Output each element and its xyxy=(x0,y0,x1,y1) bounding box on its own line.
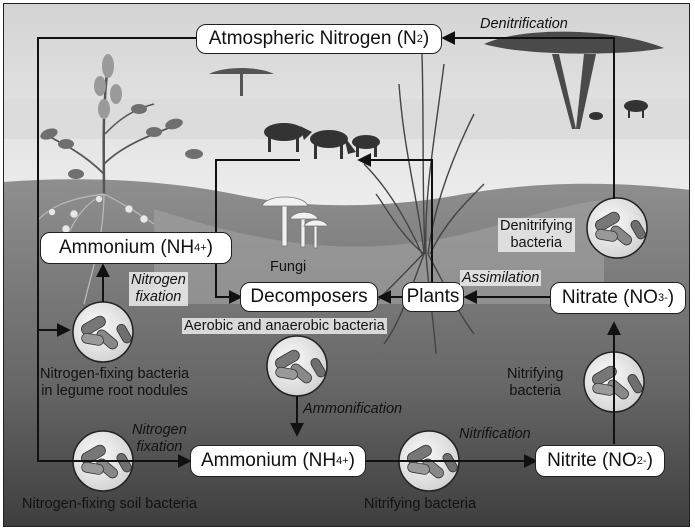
nitrite-sub: 2 xyxy=(636,455,643,467)
nitrifying-bacteria-right-line1: Nitrifying xyxy=(507,366,564,382)
label-nitrifying-bacteria-bottom: Nitrifying bacteria xyxy=(364,496,477,512)
legume-bacteria-line2: in legume root nodules xyxy=(41,383,188,399)
decomposer-bacteria-cell xyxy=(266,335,328,397)
arrow-denitrification xyxy=(441,31,615,199)
ammonium-lower-sub: 4 xyxy=(336,455,343,467)
label-assimilation: Assimilation xyxy=(460,270,542,286)
node-plants: Plants xyxy=(402,282,464,312)
label-nitrogen-fixation-lower: Nitrogen fixation xyxy=(132,422,187,456)
ammonium-lower-tail: ) xyxy=(348,450,355,471)
nitrifying-bacteria-right-line2: bacteria xyxy=(509,383,561,399)
legume-bacteria-cell xyxy=(72,301,134,363)
ammonium-upper-tail: ) xyxy=(206,237,213,258)
denitrifying-bacteria-cell xyxy=(586,197,648,259)
label-nitrifying-bacteria-right: Nitrifying bacteria xyxy=(507,366,563,400)
denitrifying-bacteria-line2: bacteria xyxy=(498,235,575,252)
ammonium-upper-sub: 4 xyxy=(194,242,201,254)
nitrogen-fixation-upper-line2: fixation xyxy=(129,289,188,306)
arrow-left-outer xyxy=(37,37,196,468)
mushrooms xyxy=(261,196,329,249)
decomposers-text: Decomposers xyxy=(250,286,368,307)
nitrate-tail: ) xyxy=(667,287,675,308)
legume-bacteria-line1: Nitrogen-fixing bacteria xyxy=(40,366,190,382)
node-decomposers: Decomposers xyxy=(240,282,378,312)
atmospheric-nitrogen-tail: ) xyxy=(422,28,430,49)
ammonium-upper-sup: + xyxy=(200,242,207,254)
ammonium-upper-text: Ammonium (NH xyxy=(58,237,195,258)
arrow-animals-to-decomposers xyxy=(215,159,300,304)
wildebeest-herd xyxy=(264,100,648,159)
arrow-plants-to-animals xyxy=(357,153,433,284)
ammonium-lower-sup: + xyxy=(342,455,349,467)
label-denitrifying-bacteria: Denitrifying bacteria xyxy=(498,218,575,252)
label-nitrogen-fixation-upper: Nitrogen fixation xyxy=(129,272,188,306)
nitrate-sup: - xyxy=(664,292,668,304)
grass-plant xyxy=(363,53,485,355)
label-fungi: Fungi xyxy=(270,259,307,275)
nitrite-text: Nitrite (NO xyxy=(547,450,637,471)
acacia-tree-left xyxy=(209,68,274,96)
nitrogen-fixation-upper-line1: Nitrogen xyxy=(129,272,188,289)
plants-text: Plants xyxy=(406,286,460,307)
label-soil-bacteria: Nitrogen-fixing soil bacteria xyxy=(22,496,197,512)
nitrogen-fixation-lower-line1: Nitrogen xyxy=(132,422,187,438)
ammonium-lower-text: Ammonium (NH xyxy=(200,450,337,471)
atmospheric-nitrogen-text: Atmospheric Nitrogen (N xyxy=(208,28,417,49)
label-nitrification: Nitrification xyxy=(459,426,531,442)
nitrogen-fixation-lower-line2: fixation xyxy=(136,439,183,455)
nitrite-sup: - xyxy=(642,455,647,467)
denitrifying-bacteria-line1: Denitrifying xyxy=(498,218,575,235)
atmospheric-nitrogen-sub: 2 xyxy=(416,33,423,45)
label-ammonification: Ammonification xyxy=(303,401,403,417)
nitrite-tail: ) xyxy=(646,450,653,471)
label-aerobic-anaerobic: Aerobic and anaerobic bacteria xyxy=(182,318,387,334)
nitrate-text: Nitrate (NO xyxy=(561,287,658,308)
nitrate-sub: 3 xyxy=(657,292,665,304)
horizon-band xyxy=(4,99,689,139)
label-legume-bacteria: Nitrogen-fixing bacteria in legume root … xyxy=(40,366,189,400)
legume-plant xyxy=(38,54,203,305)
label-denitrification: Denitrification xyxy=(480,16,568,32)
